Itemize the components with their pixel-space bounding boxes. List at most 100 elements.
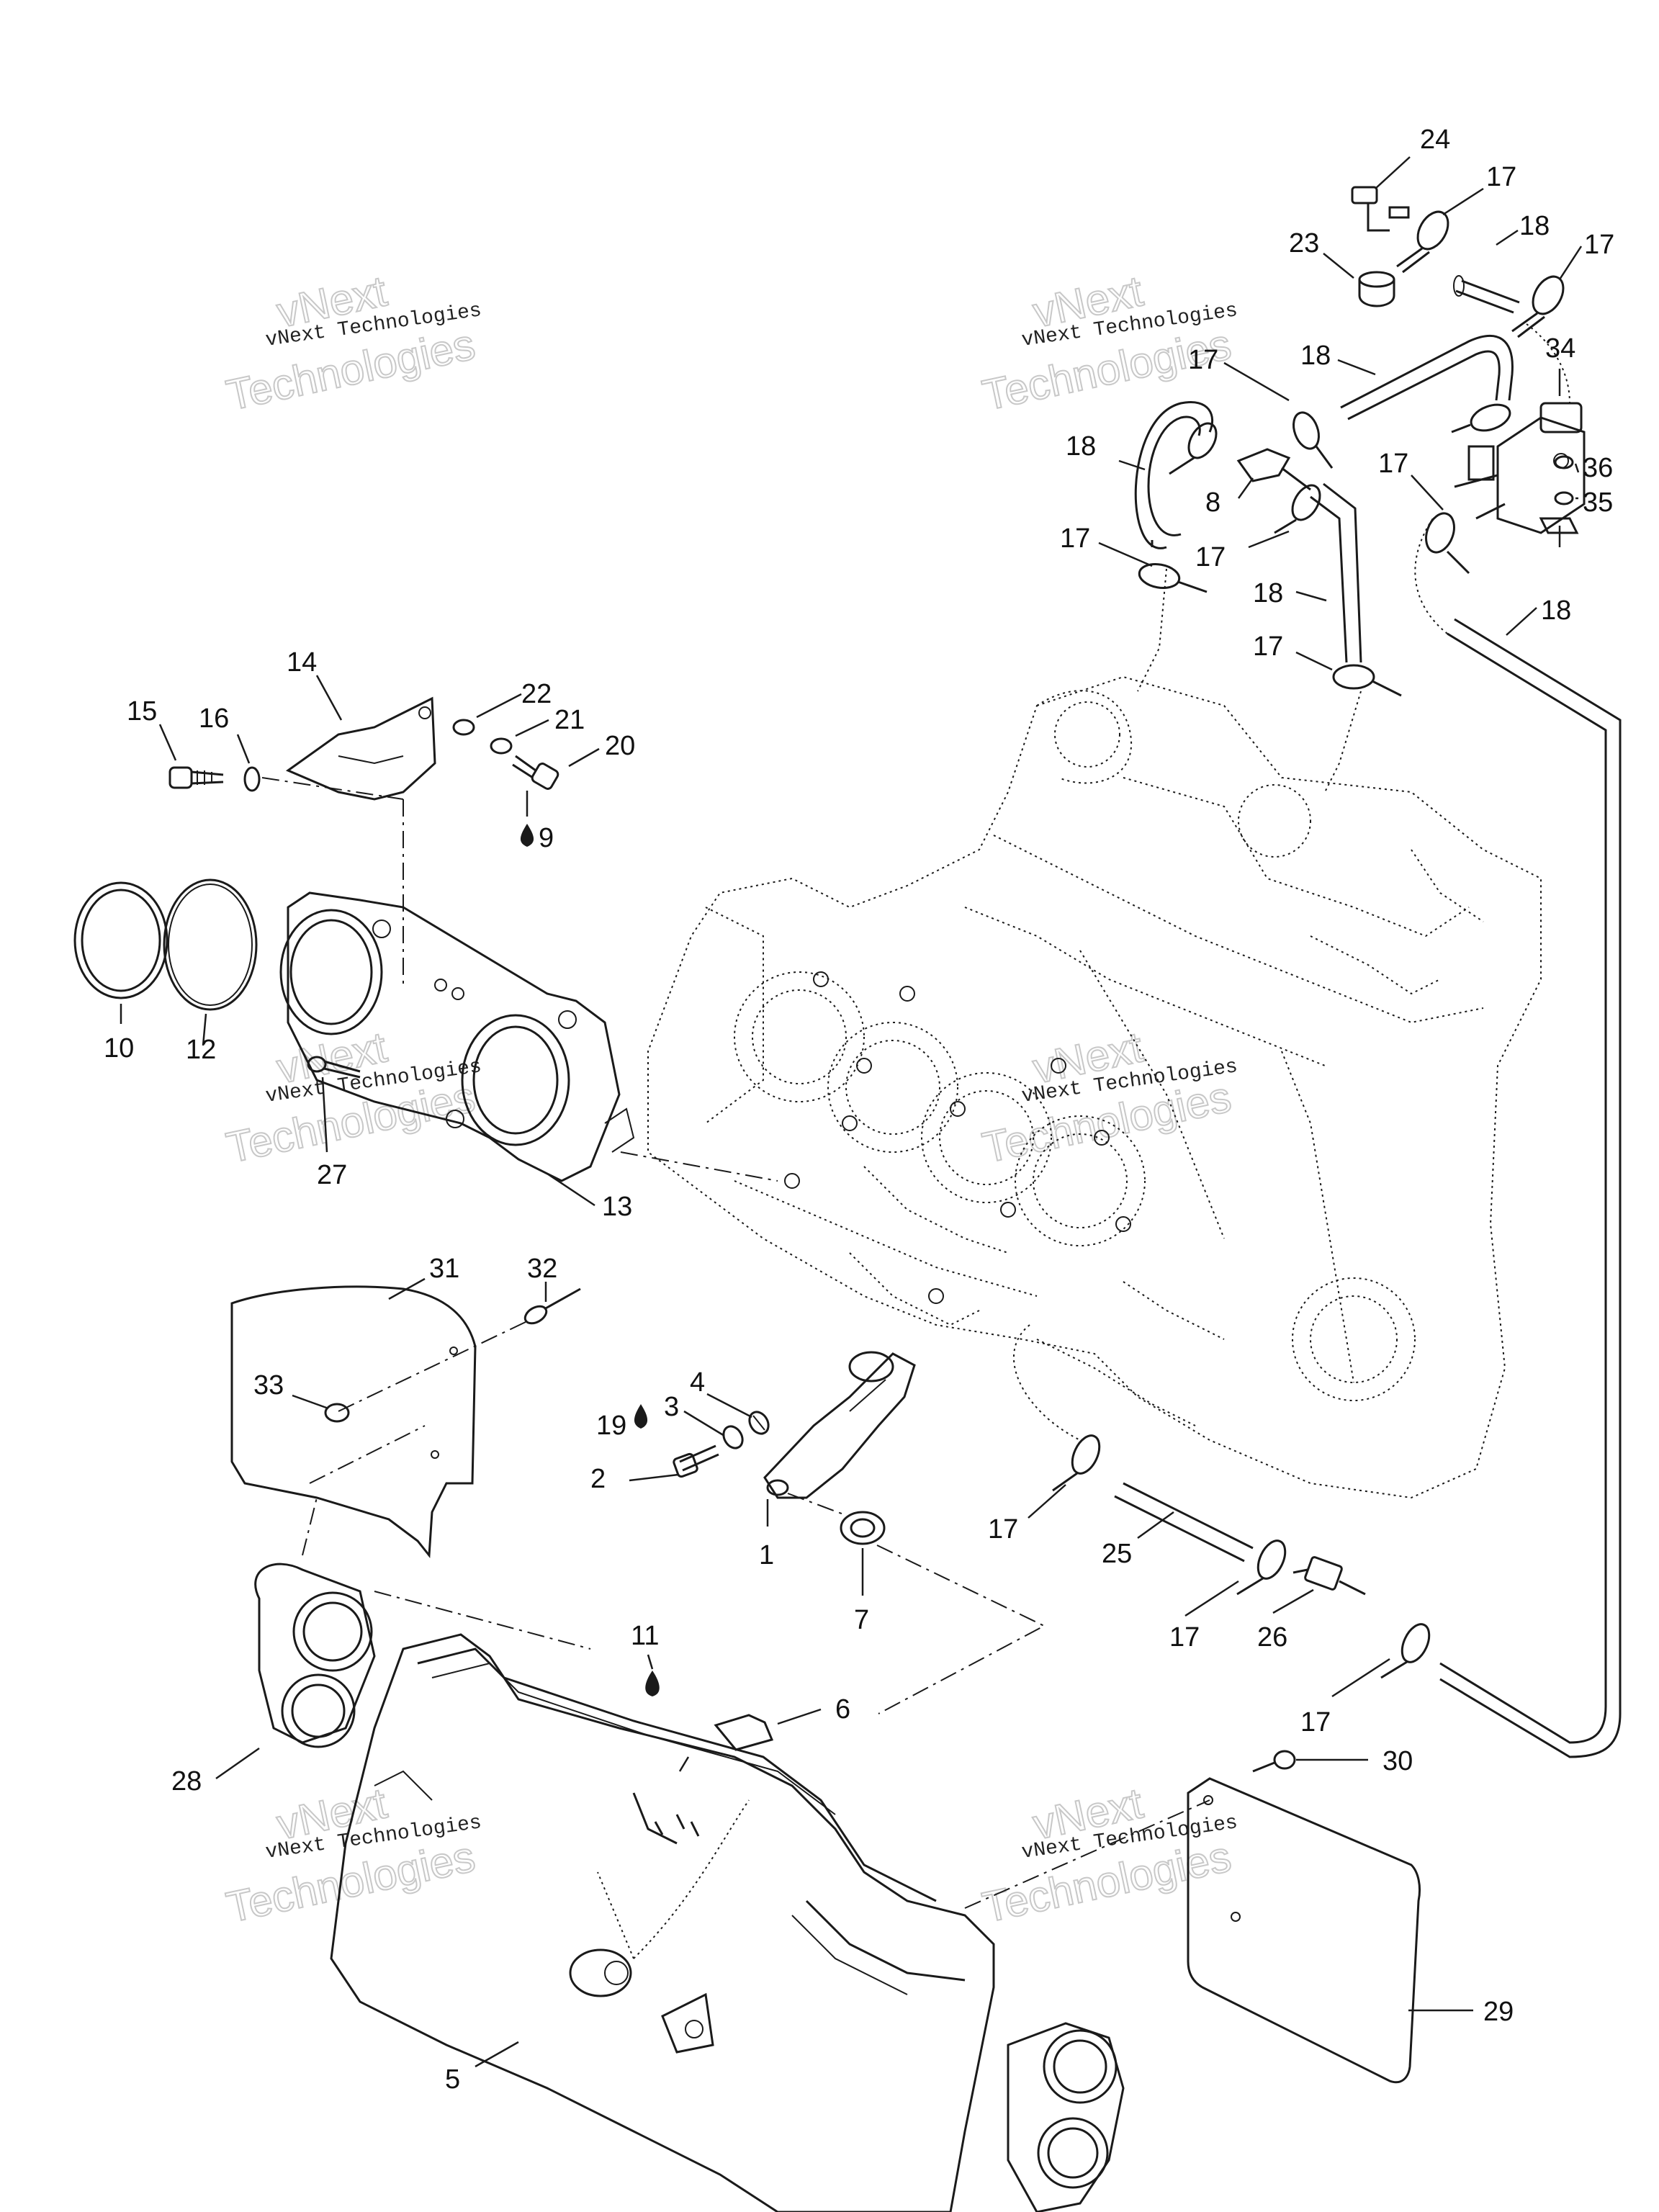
callout-7: 7 (854, 1605, 869, 1635)
watermark-bottom-left: vNext Technologies vNext Technologies (222, 1778, 483, 1932)
callout-18: 18 (1066, 431, 1096, 462)
o-ring-12 (163, 878, 258, 1011)
shield-31 (230, 1285, 477, 1558)
bracket-1 (763, 1351, 916, 1499)
callout-25: 25 (1102, 1539, 1132, 1569)
manifold-13 (279, 891, 635, 1182)
callout-22: 22 (521, 679, 552, 709)
callout-17: 17 (1169, 1622, 1200, 1653)
screw-20 (512, 755, 559, 790)
callout-27: 27 (317, 1160, 347, 1190)
intake-boot-28 (254, 1563, 376, 1748)
callout-14: 14 (287, 647, 317, 678)
watermark-top-right: vNext Technologies vNext Technologies (978, 266, 1239, 420)
screw-27 (307, 1056, 361, 1079)
airbox-5 (330, 1633, 995, 2212)
washer-35 (1554, 491, 1574, 505)
washer-3 (722, 1425, 744, 1449)
callout-17: 17 (1300, 1707, 1331, 1737)
clamp-17-c (1169, 422, 1218, 475)
callout-3: 3 (664, 1392, 679, 1422)
callout-11: 11 (631, 1621, 659, 1651)
callout-17: 17 (1060, 523, 1090, 554)
callout-17: 17 (1378, 449, 1408, 479)
callout-18: 18 (1519, 211, 1550, 241)
callout-17: 17 (1188, 345, 1218, 375)
bracket-35-base (1539, 517, 1579, 534)
callout-29: 29 (1483, 1997, 1514, 2027)
cover-29 (1187, 1777, 1421, 2084)
leader-lines (120, 156, 1583, 2068)
hose-18-top (1453, 275, 1520, 314)
hose-18-middle (1310, 482, 1362, 663)
clamp-17-l (1380, 1623, 1431, 1679)
clamp-17-i (1451, 403, 1511, 433)
solenoid-valve-34 (1454, 402, 1586, 534)
fitting-8 (1236, 448, 1311, 491)
callout-23: 23 (1289, 228, 1319, 258)
callout-16: 16 (199, 703, 229, 734)
ring-10 (73, 881, 168, 999)
clamp-17-h (1425, 512, 1470, 575)
callout-33: 33 (253, 1370, 284, 1401)
callout-17: 17 (1195, 542, 1226, 572)
washer-16 (243, 766, 261, 792)
clamp-17-j (1052, 1434, 1101, 1492)
callout-17: 17 (1486, 162, 1516, 192)
rivet-32 (523, 1287, 581, 1325)
clamp-17-a (1396, 210, 1449, 274)
callout-18: 18 (1300, 341, 1331, 371)
callout-36: 36 (1583, 453, 1613, 483)
callout-21: 21 (554, 705, 585, 735)
hose-25 (1114, 1482, 1254, 1563)
callout-9: 9 (539, 823, 554, 853)
callout-6: 6 (835, 1694, 850, 1725)
callout-32: 32 (527, 1254, 557, 1284)
engine-outline (647, 675, 1542, 1499)
callout-17: 17 (988, 1514, 1018, 1545)
clamp-17-g (1332, 664, 1402, 697)
callout-15: 15 (127, 696, 157, 727)
washer-22 (452, 719, 475, 736)
callout-35: 35 (1583, 487, 1613, 518)
watermark-middle-right: vNext Technologies vNext Technologies (978, 1022, 1239, 1172)
clamp-17-k (1236, 1539, 1287, 1596)
callout-10: 10 (104, 1033, 134, 1064)
callout-8: 8 (1205, 487, 1220, 518)
callout-24: 24 (1420, 125, 1450, 155)
clamp-17-e (1274, 484, 1321, 534)
elbow-fitting-24 (1351, 186, 1410, 232)
screw-15 (168, 766, 224, 789)
callout-12: 12 (186, 1035, 216, 1065)
callout-labels: 24 17 18 17 23 18 17 34 18 17 36 8 35 17… (104, 125, 1614, 2095)
callout-18: 18 (1541, 595, 1571, 626)
callout-28: 28 (171, 1766, 202, 1797)
watermark-top-left: vNext Technologies vNext Technologies (222, 266, 483, 420)
callout-17: 17 (1253, 631, 1283, 662)
watermark-middle-left: vNext Technologies vNext Technologies (222, 1022, 483, 1172)
lock-washer-4 (748, 1411, 770, 1435)
callout-34: 34 (1545, 333, 1575, 364)
callout-2: 2 (590, 1464, 606, 1494)
callout-18: 18 (1253, 578, 1283, 608)
hose-18-upper-curve (1340, 335, 1514, 421)
callout-1: 1 (759, 1540, 774, 1570)
callout-13: 13 (602, 1192, 632, 1222)
callout-5: 5 (445, 2064, 460, 2095)
washer-36 (1554, 455, 1574, 469)
grommet-7 (840, 1511, 886, 1545)
callout-26: 26 (1257, 1622, 1287, 1653)
callout-31: 31 (429, 1254, 459, 1284)
grease-drop-11 (645, 1671, 660, 1696)
fuel-filter-26 (1292, 1556, 1366, 1596)
washer-21 (490, 737, 513, 755)
callout-20: 20 (605, 731, 635, 761)
callout-30: 30 (1382, 1746, 1413, 1776)
grease-drop-19 (634, 1404, 648, 1429)
clamp-17-d (1292, 411, 1334, 469)
screw-2 (673, 1444, 719, 1478)
bracket-14 (285, 696, 436, 801)
hose-18-long-right (1439, 618, 1622, 1758)
grommet-23 (1358, 271, 1395, 307)
